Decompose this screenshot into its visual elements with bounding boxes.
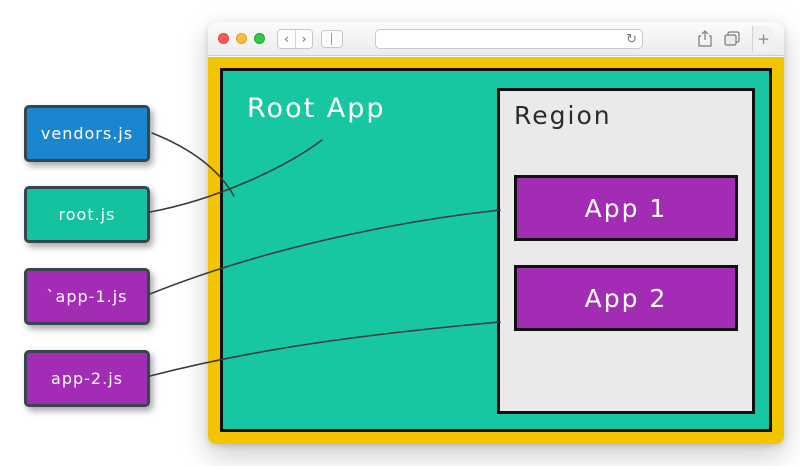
- address-bar[interactable]: ↻: [375, 28, 643, 49]
- close-button[interactable]: [218, 33, 229, 44]
- root-app-container: Root App Region App 1 App 2: [220, 68, 772, 432]
- file-box-app2: app-2.js: [24, 350, 150, 407]
- app2-box: App 2: [514, 265, 738, 331]
- file-box-app1: `app-1.js: [24, 268, 150, 325]
- file-box-vendors: vendors.js: [24, 105, 150, 162]
- file-box-root: root.js: [24, 186, 150, 243]
- nav-buttons: ‹ ›: [277, 28, 313, 49]
- forward-button[interactable]: ›: [295, 29, 312, 48]
- root-app-label: Root App: [247, 93, 386, 124]
- region-panel: Region App 1 App 2: [497, 88, 755, 414]
- url-field[interactable]: [376, 32, 642, 45]
- back-button[interactable]: ‹: [278, 29, 295, 48]
- region-label: Region: [514, 101, 612, 130]
- page-frame: Root App Region App 1 App 2: [208, 57, 784, 444]
- file-label-app1: `app-1.js: [46, 287, 128, 306]
- new-tab-button[interactable]: +: [752, 25, 774, 52]
- browser-titlebar: ‹ › ↻: [208, 22, 784, 56]
- share-icon[interactable]: [698, 30, 712, 47]
- minimize-button[interactable]: [236, 33, 247, 44]
- app1-box: App 1: [514, 175, 738, 241]
- titlebar-right-icons: +: [698, 25, 774, 52]
- tab-overview-icon[interactable]: [724, 31, 740, 46]
- app1-label: App 1: [584, 193, 668, 223]
- sidebar-toggle-icon[interactable]: [321, 29, 343, 48]
- file-label-vendors: vendors.js: [40, 124, 134, 143]
- file-label-app2: app-2.js: [51, 369, 123, 388]
- refresh-icon[interactable]: ↻: [626, 31, 637, 47]
- browser-window: ‹ › ↻: [208, 22, 784, 444]
- traffic-lights: [218, 33, 265, 44]
- app2-label: App 2: [584, 283, 668, 313]
- zoom-button[interactable]: [254, 33, 265, 44]
- file-label-root: root.js: [58, 205, 116, 224]
